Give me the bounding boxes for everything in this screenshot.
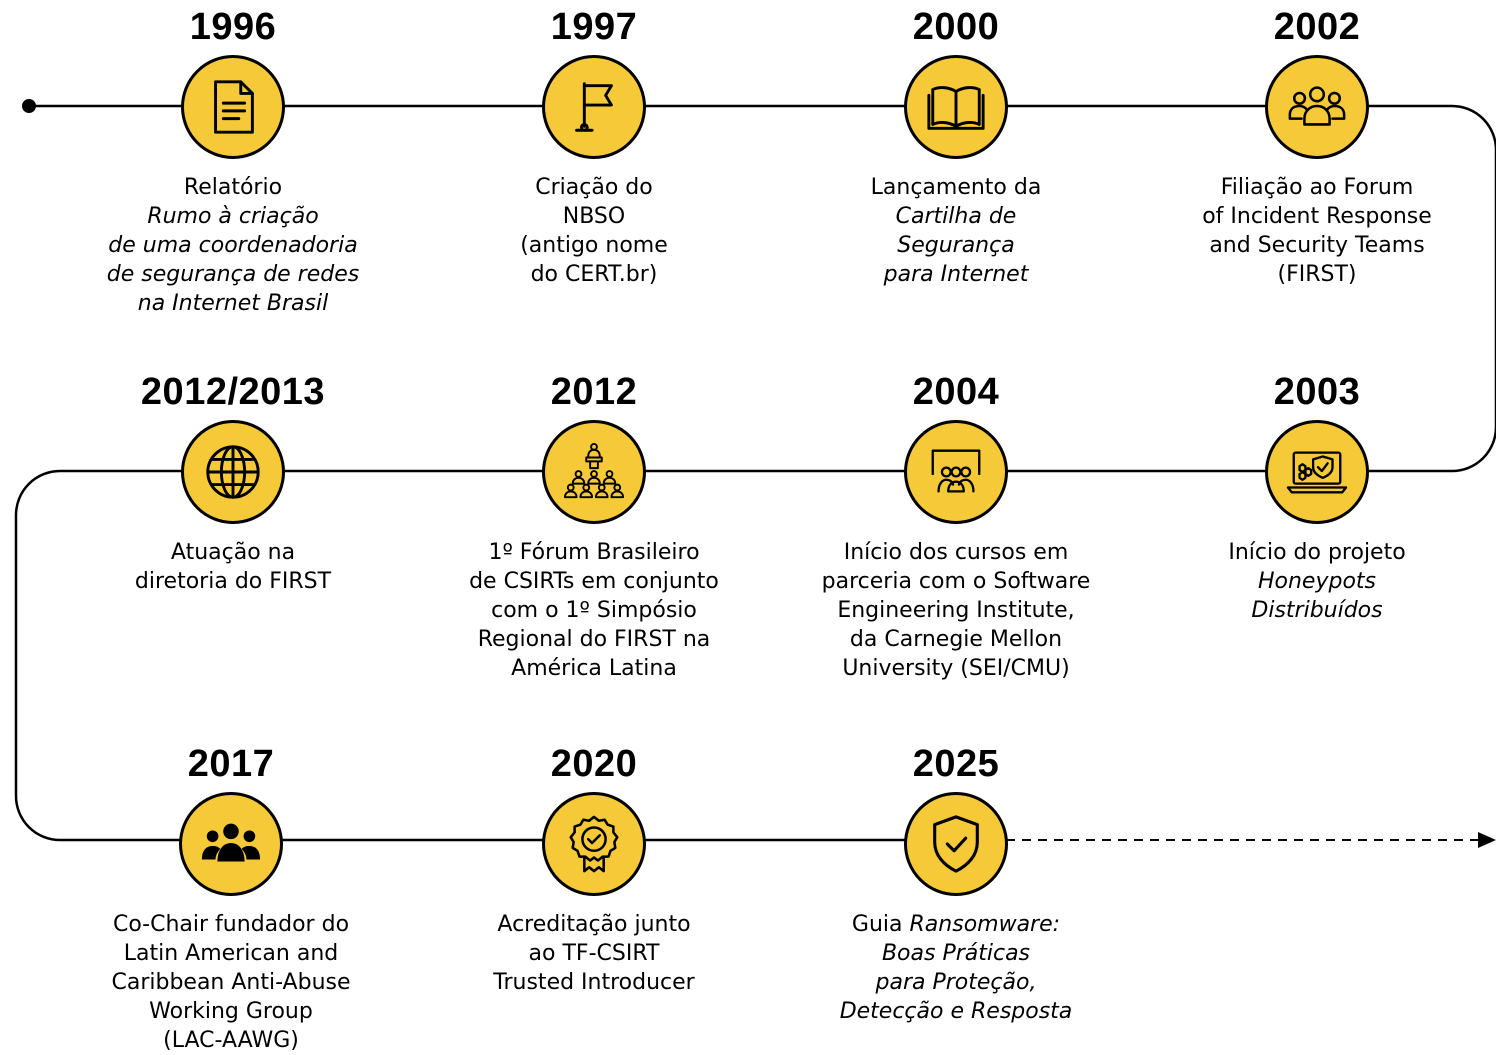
desc-text: Guia [851,912,903,937]
laptop-shield-icon [1265,420,1369,524]
desc-line: Working Group [149,999,313,1024]
desc-line: diretoria do FIRST [134,569,332,594]
desc-line: Segurança [897,233,1015,258]
desc-line: Início dos cursos em [843,540,1069,565]
desc-line: de segurança de redes [106,262,360,287]
desc-line: do CERT.br) [530,262,658,287]
certified-badge-icon [542,792,646,896]
milestone-description: Acreditação junto ao TF-CSIRT Trusted In… [493,910,694,997]
milestone-2012: 2012 1º Fórum Brasileiro de CSIRTs em co… [424,370,764,683]
desc-line: (antigo nome [520,233,668,258]
shield-check-icon [904,792,1008,896]
desc-line: Criação do [535,175,653,200]
desc-line: para Internet [883,262,1029,287]
document-icon [181,55,285,159]
desc-line: Caribbean Anti-Abuse [111,970,351,995]
milestone-description: Lançamento da Cartilha de Segurança para… [871,173,1042,289]
milestone-2017: 2017 Co-Chair fundador do Latin American… [61,742,401,1055]
milestone-2002: 2002 Filiação ao Forum of Incident Respo… [1147,5,1487,289]
desc-line: NBSO [562,204,626,229]
desc-line: Co-Chair fundador do [112,912,350,937]
milestone-year: 2020 [550,743,638,785]
desc-line: Distribuídos [1251,598,1383,623]
desc-line: da Carnegie Mellon [849,627,1063,652]
globe-icon [181,420,285,524]
desc-line: Cartilha de [895,204,1017,229]
desc-line: Filiação ao Forum [1220,175,1414,200]
desc-line: de uma coordenadoria [108,233,358,258]
desc-line: de CSIRTs em conjunto [469,569,719,594]
team-outline-icon [1265,55,1369,159]
milestone-description: Filiação ao Forum of Incident Response a… [1202,173,1432,289]
milestone-year: 2025 [912,743,1000,785]
milestone-year: 2000 [912,6,1000,48]
milestone-description: Atuação na diretoria do FIRST [135,538,331,596]
desc-line: ao TF-CSIRT [528,941,660,966]
presentation-audience-icon [904,420,1008,524]
desc-line: com o 1º Simpósio [491,598,697,623]
desc-line: parceria com o Software [821,569,1091,594]
desc-line: Boas Práticas [881,941,1031,966]
desc-line: Início do projeto [1228,540,1406,565]
milestone-description: Guia Ransomware: Boas Práticas para Prot… [840,910,1073,1026]
desc-italic-text: Ransomware: [909,912,1061,937]
group-filled-icon [179,792,283,896]
milestone-year: 2002 [1273,6,1361,48]
desc-line: Regional do FIRST na [477,627,711,652]
timeline-arrowhead [1478,832,1496,848]
desc-line: na Internet Brasil [137,291,329,316]
conference-icon [542,420,646,524]
desc-line: América Latina [511,656,677,681]
open-book-icon [904,55,1008,159]
desc-line: Latin American and [123,941,339,966]
milestone-year: 1997 [550,6,638,48]
desc-line: 1º Fórum Brasileiro [488,540,700,565]
milestone-2020: 2020 Acreditação junto ao TF-CSIRT Trust… [424,742,764,997]
milestone-1997: 1997 Criação do NBSO (antigo nome do CER… [424,5,764,289]
milestone-year: 2017 [187,743,275,785]
milestone-year: 2012 [550,371,638,413]
desc-line: Acreditação junto [497,912,691,937]
desc-line: Lançamento da [870,175,1042,200]
desc-line: para Proteção, [875,970,1037,995]
milestone-2003: 2003 Início do projeto Honeypots Distrib… [1147,370,1487,625]
desc-line: Trusted Introducer [493,970,695,995]
milestone-description: Co-Chair fundador do Latin American and … [111,910,350,1055]
milestone-year: 2004 [912,371,1000,413]
milestone-year: 2003 [1273,371,1361,413]
timeline-path [14,104,1496,842]
milestone-2012-2013: 2012/2013 Atuação na diretoria do FIRST [63,370,403,596]
desc-line: Guia Ransomware: [840,910,1073,939]
milestone-2000: 2000 Lançamento da Cartilha de Segurança… [786,5,1126,289]
desc-line: (FIRST) [1277,262,1357,287]
desc-line: Honeypots [1257,569,1376,594]
milestone-2004: 2004 Início dos cursos em parceria com o… [786,370,1126,683]
desc-line: Atuação na [170,540,296,565]
milestone-description: Início dos cursos em parceria com o Soft… [822,538,1091,683]
desc-line: Relatório [183,175,283,200]
flag-icon [542,55,646,159]
desc-line: of Incident Response [1202,204,1432,229]
desc-line: and Security Teams [1209,233,1425,258]
milestone-year: 1996 [189,6,277,48]
milestone-description: 1º Fórum Brasileiro de CSIRTs em conjunt… [469,538,719,683]
desc-line: Engineering Institute, [837,598,1075,623]
milestone-description: Relatório Rumo à criação de uma coordena… [107,173,359,318]
milestone-description: Criação do NBSO (antigo nome do CERT.br) [520,173,668,289]
milestone-description: Início do projeto Honeypots Distribuídos [1228,538,1405,625]
desc-line: University (SEI/CMU) [842,656,1070,681]
desc-line: Rumo à criação [147,204,319,229]
milestone-1996: 1996 Relatório Rumo à criação de uma coo… [63,5,403,318]
desc-line: (LAC-AAWG) [163,1028,299,1053]
desc-line: Detecção e Resposta [839,999,1073,1024]
milestone-year: 2012/2013 [140,371,326,413]
milestone-2025: 2025 Guia Ransomware: Boas Práticas para… [786,742,1126,1026]
